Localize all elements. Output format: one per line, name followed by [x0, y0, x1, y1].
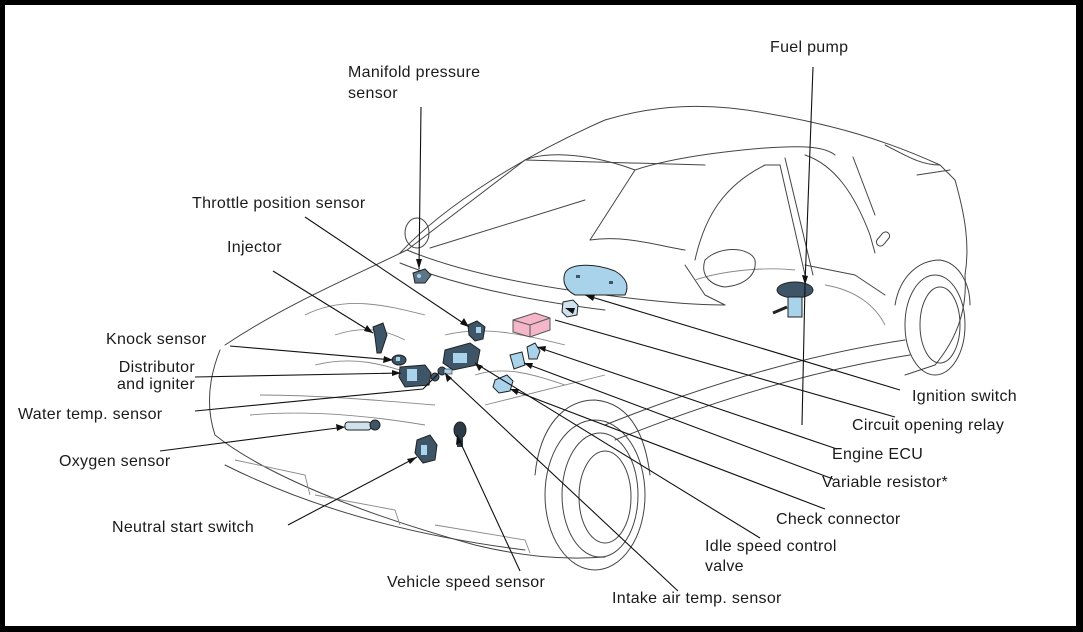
engine-ecu-part	[512, 312, 551, 338]
label-water-temp-sensor: Water temp. sensor	[18, 406, 163, 423]
label-vehicle-speed-sensor: Vehicle speed sensor	[387, 574, 546, 591]
arrow-heads	[336, 259, 808, 464]
check-connector-part	[509, 351, 526, 370]
variable-resistor-part	[526, 342, 541, 360]
leader-ignition-switch	[584, 294, 901, 391]
leader-vehicle-speed-sensor	[456, 434, 521, 572]
throttle-body-part	[442, 342, 481, 371]
leader-intake-air-temp-sensor	[444, 372, 679, 592]
leader-circuit-opening-relay	[554, 319, 896, 418]
leader-water-temp-sensor-b	[422, 372, 440, 390]
car-diagram	[159, 66, 971, 592]
components	[344, 264, 814, 464]
car-body	[209, 105, 971, 571]
label-variable-resistor: Variable resistor*	[822, 474, 949, 491]
label-knock-sensor: Knock sensor	[106, 331, 207, 348]
label-manifold-pressure-sensor-line1: Manifold pressure	[348, 64, 481, 81]
leader-injector	[272, 270, 374, 334]
leader-distributor	[194, 372, 402, 378]
diagram-canvas: Manifold pressure sensor Fuel pump Throt…	[5, 5, 1076, 626]
injector-part	[372, 322, 388, 354]
leader-engine-ecu	[536, 346, 838, 450]
leader-idle-speed-control-valve	[474, 362, 761, 539]
leader-oxygen-sensor	[159, 426, 346, 452]
leader-variable-resistor	[523, 362, 834, 480]
leader-lines	[159, 66, 901, 592]
leader-neutral-start-switch	[287, 456, 418, 526]
label-engine-ecu: Engine ECU	[832, 446, 924, 463]
manifold-pressure-sensor-part	[412, 268, 432, 284]
label-injector: Injector	[227, 239, 282, 256]
leader-water-temp-sensor	[194, 388, 424, 412]
fuel-pump-part	[772, 281, 814, 318]
leader-knock-sensor	[229, 345, 394, 361]
leader-throttle-position-sensor	[304, 216, 470, 328]
leader-manifold-pressure-sensor	[418, 106, 422, 270]
label-distributor-line2: and igniter	[116, 376, 195, 393]
label-idle-speed-control-valve-line1: Idle speed control	[705, 538, 837, 555]
label-throttle-position-sensor: Throttle position sensor	[192, 195, 366, 212]
throttle-position-sensor-part	[467, 320, 486, 342]
water-temp-sensor-part	[437, 366, 453, 376]
distributor-part	[398, 364, 440, 388]
neutral-start-switch-part	[414, 434, 438, 464]
label-fuel-pump: Fuel pump	[770, 39, 849, 56]
vehicle-speed-sensor-part	[453, 421, 467, 447]
label-check-connector: Check connector	[776, 511, 901, 528]
label-distributor-line1: Distributor	[118, 359, 195, 376]
label-ignition-switch: Ignition switch	[912, 388, 1017, 405]
knock-sensor-part	[391, 354, 407, 366]
label-idle-speed-control-valve-line2: valve	[705, 558, 744, 575]
leader-fuel-pump	[804, 66, 814, 286]
leader-fuel-pump-ext	[801, 284, 806, 426]
label-intake-air-temp-sensor: Intake air temp. sensor	[612, 590, 782, 607]
label-oxygen-sensor: Oxygen sensor	[59, 453, 171, 470]
oxygen-sensor-part	[344, 419, 381, 431]
label-circuit-opening-relay: Circuit opening relay	[852, 417, 1005, 434]
ignition-switch-part	[563, 264, 628, 296]
idle-speed-control-valve-part	[492, 374, 514, 394]
label-neutral-start-switch: Neutral start switch	[112, 519, 255, 536]
leader-check-connector	[509, 388, 826, 510]
label-manifold-pressure-sensor-line2: sensor	[348, 85, 398, 102]
